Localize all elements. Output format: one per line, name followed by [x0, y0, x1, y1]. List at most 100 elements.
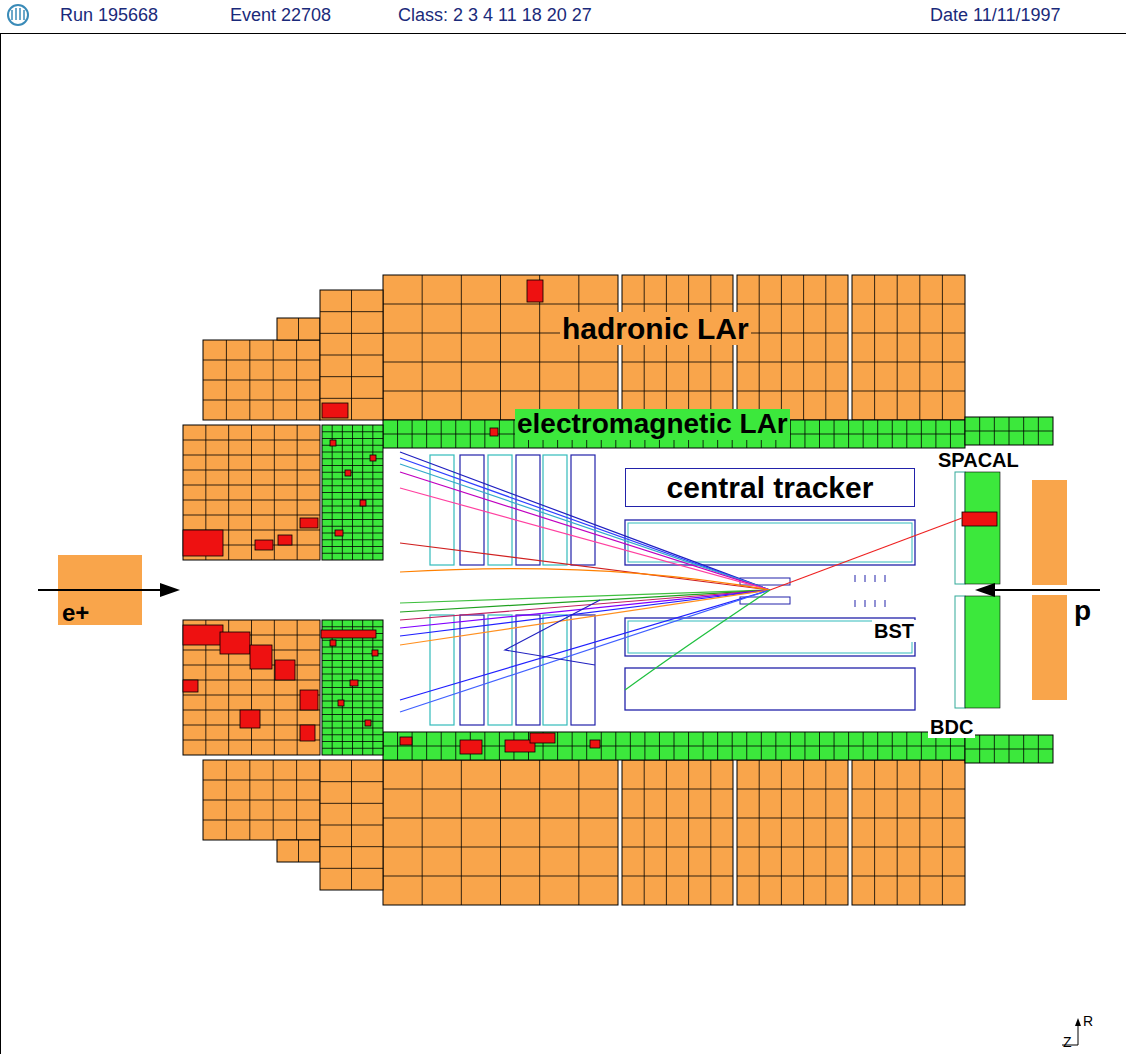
- energy-cell: [360, 500, 366, 506]
- cell-line: [383, 391, 618, 392]
- logo: [12, 8, 24, 20]
- energy-cell: [372, 650, 378, 656]
- tracker-chamber: [628, 621, 912, 653]
- track-line: [400, 590, 770, 636]
- cell-line: [852, 847, 965, 848]
- cell-line: [666, 275, 667, 420]
- cell-line: [297, 425, 298, 560]
- cell-line: [737, 333, 848, 334]
- hadronic-calorimeter: [622, 760, 733, 905]
- cell-line: [320, 355, 383, 356]
- cell-line: [183, 455, 320, 456]
- cell-line: [897, 760, 898, 905]
- cell-line: [322, 748, 383, 749]
- beam-arrow: [38, 589, 165, 591]
- energy-cell: [330, 440, 336, 446]
- energy-cell: [183, 680, 198, 692]
- cell-line: [322, 479, 383, 480]
- cell-line: [422, 275, 423, 420]
- track-line: [400, 590, 770, 645]
- cell-line: [322, 438, 383, 439]
- cell-line: [578, 760, 579, 905]
- energy-cell: [400, 737, 412, 745]
- cell-line: [737, 847, 848, 848]
- cell-line: [710, 760, 711, 905]
- cell-line: [322, 539, 383, 540]
- cell-line: [183, 515, 320, 516]
- cell-line: [710, 275, 711, 420]
- cell-line: [622, 876, 733, 877]
- cell-line: [322, 741, 383, 742]
- hadronic-calorimeter: [383, 760, 618, 905]
- node-text: e+: [62, 599, 89, 627]
- energy-cell: [300, 690, 318, 710]
- cell-line: [320, 398, 383, 399]
- cell-line: [322, 734, 383, 735]
- forward-calorimeter: [183, 425, 320, 560]
- cell-line: [852, 391, 965, 392]
- cell-line: [383, 818, 618, 819]
- cell-line: [322, 485, 383, 486]
- arrow-head: [1075, 1018, 1081, 1026]
- frame: [1, 34, 1126, 1054]
- hadronic-calorimeter: [203, 760, 320, 840]
- detector-label: Z: [1063, 1035, 1072, 1050]
- energy-cell: [370, 455, 376, 461]
- cell-line: [320, 311, 383, 312]
- energy-cell: [278, 535, 292, 545]
- energy-cell: [321, 630, 376, 638]
- cell-line: [852, 333, 965, 334]
- cell-line: [737, 391, 848, 392]
- detector-label: electromagnetic LAr: [515, 409, 790, 440]
- energy-cell: [350, 680, 358, 686]
- forward-tracker: [571, 615, 595, 725]
- cell-line: [383, 847, 618, 848]
- cell-line: [183, 695, 320, 696]
- cell-line: [322, 687, 383, 688]
- cell-line: [737, 818, 848, 819]
- spacal-outline: [955, 596, 965, 708]
- spacal-outline: [955, 472, 965, 584]
- cell-line: [183, 485, 320, 486]
- spacal: [965, 596, 1000, 708]
- cell-line: [622, 789, 733, 790]
- energy-cell: [220, 632, 250, 654]
- cell-line: [297, 620, 298, 755]
- cell-line: [852, 876, 965, 877]
- track-line: [400, 590, 770, 620]
- beam-arrow: [990, 589, 1100, 591]
- em-calorimeter: [322, 425, 383, 560]
- cell-line: [274, 425, 275, 560]
- hadronic-calorimeter: [383, 275, 618, 420]
- cell-line: [688, 275, 689, 420]
- bst-strip: [875, 575, 876, 582]
- cell-line: [322, 721, 383, 722]
- cell-line: [422, 760, 423, 905]
- cell-line: [825, 760, 826, 905]
- cell-line: [320, 846, 383, 847]
- cell-line: [383, 789, 618, 790]
- energy-cell: [365, 720, 371, 726]
- cell-line: [461, 760, 462, 905]
- cell-line: [942, 760, 943, 905]
- cell-line: [320, 781, 383, 782]
- cell-line: [320, 376, 383, 377]
- track-line: [400, 590, 770, 712]
- cell-line: [322, 701, 383, 702]
- em-calorimeter: [322, 620, 383, 755]
- energy-cell: [590, 740, 600, 748]
- cell-line: [203, 360, 320, 361]
- cell-line: [322, 660, 383, 661]
- cell-line: [644, 760, 645, 905]
- cell-line: [461, 275, 462, 420]
- cell-line: [183, 680, 320, 681]
- energy-cell: [962, 512, 997, 526]
- detector-label: hadronic LAr: [560, 312, 751, 345]
- forward-tracker: [543, 615, 567, 725]
- em-calorimeter: [383, 732, 965, 760]
- cell-line: [759, 760, 760, 905]
- hadronic-calorimeter: [622, 275, 733, 420]
- node-text: central tracker: [667, 471, 874, 505]
- cell-line: [322, 707, 383, 708]
- energy-cell: [255, 540, 273, 550]
